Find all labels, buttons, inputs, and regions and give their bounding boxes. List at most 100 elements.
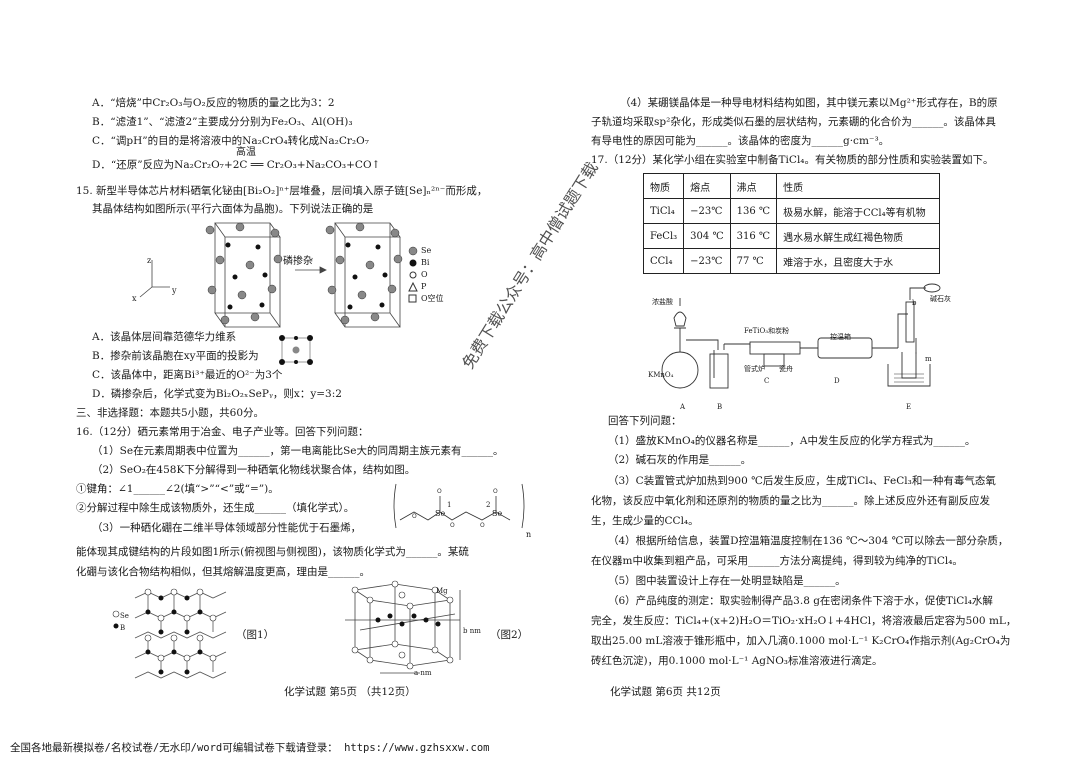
- label-fetio3: FeTiO₃和炭粉: [744, 327, 790, 335]
- q17-line-10: （6）产品纯度的测定：取实验制得产品3.8 g在密闭条件下溶于水，促使TiCl₄…: [608, 595, 993, 607]
- apparatus-diagram: [661, 283, 941, 389]
- q16-line-1: 16.（12分）硒元素常用于冶金、电子产业等。回答下列问题：: [76, 426, 369, 438]
- q17-line-7: （4）根据所给信息，装置D控温箱温度控制在136 ℃～304 ℃可以除去一部分杂…: [608, 535, 1009, 547]
- q17-line-11: 完全，发生反应：TiCl₄+(x+2)H₂O＝TiO₂·xH₂O↓+4HCl，将…: [591, 615, 1017, 627]
- q17-line-4: （3）C装置管式炉加热到900 ℃后发生反应，生成TiCl₄、FeCl₃和一种有…: [608, 475, 996, 487]
- label-temp-box: 控温箱: [830, 333, 851, 341]
- q17-line-13: 砖红色沉淀)，用0.1000 mol·L⁻¹ AgNO₃标准溶液进行滴定。: [591, 655, 883, 667]
- table-header-row: 物质 熔点 沸点 性质: [642, 173, 941, 199]
- projection-diagram: [279, 335, 313, 365]
- q16-line-5: ②分解过程中除生成该物质外，还生成______（填化学式）。: [76, 502, 355, 514]
- axis-x: x: [132, 294, 137, 303]
- label-porcelain-boat: 瓷舟: [779, 365, 793, 373]
- label-conc-hcl: 浓盐酸: [652, 298, 673, 306]
- legend-se: Se: [421, 246, 432, 255]
- q17-line-1: 回答下列问题：: [608, 415, 682, 427]
- fig1-legend-b: B: [120, 624, 126, 632]
- figure-1-legend-marks: [112, 610, 120, 629]
- label-m: m: [925, 355, 932, 363]
- label-b: B: [717, 403, 723, 411]
- q14-option-b: B．“滤渣1”、“滤渣2”主要成分分别为Fe₂O₃、Al(OH)₃: [92, 116, 353, 128]
- q14-option-a: A．“焙烧”中Cr₂O₃与O₂反应的物质的量之比为3：2: [92, 97, 335, 109]
- q17-stem: 17.（12分）某化学小组在实验室中制备TiCl₄。有关物质的部分性质和实验装置…: [591, 154, 994, 166]
- fig1-legend-se: Se: [120, 612, 129, 620]
- legend-bi: Bi: [421, 258, 430, 267]
- table-cell: FeCl₃: [642, 223, 685, 249]
- svg-text:O: O: [493, 488, 498, 495]
- label-e: E: [906, 403, 912, 411]
- table-cell: 遇水易水解生成红褐色物质: [776, 223, 941, 249]
- table-cell: TiCl₄: [642, 198, 685, 224]
- table-cell: 136 ℃: [729, 198, 778, 224]
- q15-option-c: C．该晶体中，距离Bi³⁺最近的O²⁻为3个: [92, 369, 283, 381]
- table-cell: −23℃: [683, 198, 731, 224]
- table-header-cell: 物质: [642, 173, 685, 199]
- q15-arrow-label: 磷掺杂: [283, 256, 313, 267]
- table-row: FeCl₃ 304 ℃ 316 ℃ 遇水易水解生成红褐色物质: [642, 223, 941, 249]
- q14-condition: 高温: [236, 147, 256, 158]
- legend-o: O: [421, 270, 428, 279]
- q17-line-3: （2）碱石灰的作用是______。: [608, 454, 752, 466]
- q15-crystal-figure: [139, 222, 418, 328]
- table-cell: 极易水解，能溶于CCl₄等有机物: [776, 198, 941, 224]
- label-a: A: [680, 403, 686, 411]
- polymer-angle-2: 2: [486, 501, 491, 509]
- q16-4-line-1: （4）某硼镁晶体是一种导电材料结构如图，其中镁元素以Mg²⁺形式存在，B的原: [620, 97, 998, 109]
- right-page-footer: 化学试题 第6页 共12页: [610, 686, 721, 698]
- table-header-cell: 熔点: [683, 173, 731, 199]
- table-cell: −23℃: [683, 248, 731, 274]
- table-cell: 304 ℃: [683, 223, 731, 249]
- label-tube-furnace: 管式炉: [744, 365, 765, 373]
- figure-1-structure: [134, 588, 227, 679]
- q14-option-d: D．“还原”反应为Na₂Cr₂O₇+2C ══ Cr₂O₃+Na₂CO₃+CO↑: [92, 159, 381, 171]
- fig2-label-b-nm: b nm: [463, 627, 481, 635]
- section-3-heading: 三、非选择题：本题共5小题，共60分。: [76, 407, 265, 419]
- legend-o-vacancy: O空位: [421, 294, 444, 303]
- figure-2-label: （图2）: [490, 629, 529, 641]
- svg-text:O: O: [480, 522, 485, 529]
- table-cell: 77 ℃: [729, 248, 778, 274]
- q15-option-a: A．该晶体层间靠范德华力维系: [92, 331, 237, 343]
- axis-z: z: [147, 256, 152, 265]
- label-kmno4: KMnO₄: [648, 371, 674, 379]
- table-cell: 难溶于水，且密度大于水: [776, 248, 941, 274]
- polymer-n: n: [526, 530, 532, 539]
- q16-line-4: ①键角：∠1______∠2(填“>”“<”或“=”)。: [76, 483, 279, 495]
- q15-stem-line2: 其晶体结构如图所示(平行六面体为晶胞)。下列说法正确的是: [92, 203, 374, 215]
- q16-line-7: 能体现其成键结构的片段如图1所示(俯视图与侧视图)，该物质化学式为______。…: [76, 546, 469, 558]
- q15-option-b: B．掺杂前该晶胞在xy平面的投影为: [92, 350, 259, 362]
- polymer-se-2: Se: [492, 509, 503, 518]
- q16-4-line-2: 子轨道均采取sp²杂化，形成类似石墨的层状结构，元素硼的化合价为______。该…: [591, 116, 996, 128]
- properties-table: 物质 熔点 沸点 性质 TiCl₄ −23℃ 136 ℃ 极易水解，能溶于CCl…: [642, 173, 941, 274]
- q16-line-2: （1）Se在元素周期表中位置为______，第一电离能比Se大的同周期主族元素有…: [92, 445, 504, 457]
- svg-text:O: O: [437, 488, 442, 495]
- left-page-footer: 化学试题 第5页 （共12页）: [284, 686, 416, 698]
- axis-y: y: [172, 286, 177, 295]
- q17-line-5: 化物，该反应中氧化剂和还原剂的物质的量之比为______。除上述反应外还有副反应…: [591, 495, 990, 507]
- figure-2-structure: [345, 580, 461, 674]
- label-soda-lime: 碱石灰: [930, 295, 951, 303]
- table-cell: CCl₄: [642, 248, 685, 274]
- table-cell: 316 ℃: [729, 223, 778, 249]
- svg-text:O: O: [450, 522, 455, 529]
- label-c: C: [764, 377, 770, 385]
- table-header-cell: 沸点: [729, 173, 778, 199]
- q17-line-6: 生，生成少量的CCl₄。: [591, 515, 699, 527]
- label-b-tube: b: [912, 299, 917, 307]
- q16-4-line-3: 有导电性的原因可能为______。该晶体的密度为______g·cm⁻³。: [591, 135, 890, 147]
- q17-line-2: （1）盛放KMnO₄的仪器名称是______，A中发生反应的化学方程式为____…: [608, 435, 976, 447]
- q15-stem-line1: 15. 新型半导体芯片材料硒氧化铋由[Bi₂O₂]ⁿ⁺层堆叠，层间填入原子链[S…: [76, 185, 488, 197]
- fig2-label-mg: Mg: [436, 587, 448, 595]
- q16-line-6: （3）一种硒化硼在二维半导体领域部分性能优于石墨烯，: [92, 522, 362, 534]
- q14-option-c: C．“调pH”的目的是将溶液中的Na₂CrO₄转化成Na₂Cr₂O₇: [92, 135, 369, 147]
- q17-line-8: 在仪器m中收集到粗产品，可采用______方法分离提纯，得到较为纯净的TiCl₄…: [591, 555, 963, 567]
- polymer-structure: O O O O O: [393, 483, 525, 529]
- table-row: CCl₄ −23℃ 77 ℃ 难溶于水，且密度大于水: [642, 248, 941, 274]
- polymer-se-1: Se: [435, 509, 446, 518]
- q17-line-12: 取出25.00 mL溶液于锥形瓶中，加入几滴0.1000 mol·L⁻¹ K₂C…: [591, 635, 1011, 647]
- fig2-label-a-nm: a nm: [414, 669, 432, 677]
- legend-p: P: [421, 282, 427, 291]
- label-d: D: [834, 377, 840, 385]
- q16-line-3: （2）SeO₂在458K下分解得到一种硒氧化物线状聚合体，结构如图。: [92, 464, 416, 476]
- svg-text:O: O: [412, 513, 417, 520]
